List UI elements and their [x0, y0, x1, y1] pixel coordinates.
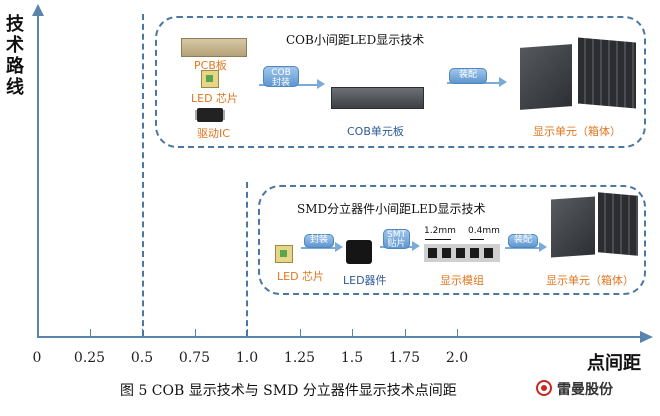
cob-pcb-label: PCB板 — [194, 59, 227, 72]
cob-cabinet-back-image — [578, 37, 636, 109]
x-axis — [37, 336, 642, 338]
smd-assembly-arrow: 装配 — [505, 232, 547, 262]
pitch-b-dimension — [470, 239, 484, 240]
pitch-a-label: 1.2mm — [424, 226, 456, 236]
smd-assembly-pill: 装配 — [508, 234, 538, 248]
divider-0-5 — [142, 14, 144, 336]
cob-cabinet-front-image — [520, 44, 572, 110]
x-tick-mark — [352, 329, 353, 336]
cob-package-arrow: COB 封装 — [259, 64, 325, 104]
cob-unit-board-image — [331, 87, 424, 109]
x-tick-mark — [457, 329, 458, 336]
x-tick-mark — [194, 329, 196, 336]
cob-unit-board-label: COB单元板 — [347, 125, 404, 138]
x-tick-mark — [299, 329, 301, 336]
x-tick-label: 0.75 — [178, 350, 211, 366]
cob-title: COB小间距LED显示技术 — [286, 33, 425, 47]
x-tick-label: 2.0 — [445, 350, 469, 366]
smd-led-label: LED 芯片 — [277, 270, 325, 283]
y-axis — [37, 14, 39, 338]
smd-package-arrow: 封装 — [301, 232, 343, 262]
smd-smt-pill: SMT 贴片 — [383, 229, 410, 249]
divider-1-0 — [246, 182, 248, 336]
x-axis-label: 点间距 — [587, 353, 641, 374]
driver-ic-image — [195, 108, 225, 122]
x-tick-label: 0.5 — [130, 350, 154, 366]
x-tick-label: 0.25 — [73, 350, 106, 366]
x-tick-label: 1.0 — [235, 350, 259, 366]
smd-device-label: LED器件 — [343, 274, 387, 287]
smd-cabinet-back-image — [598, 192, 638, 256]
x-tick-label: 1.25 — [283, 350, 316, 366]
cob-assembly-pill: 装配 — [449, 68, 487, 84]
led-device-image — [346, 240, 372, 264]
y-axis-label: 技术路线 — [6, 14, 24, 98]
pitch-b-label: 0.4mm — [468, 226, 500, 236]
pcb-board-image — [181, 38, 247, 57]
figure-caption: 图 5 COB 显示技术与 SMD 分立器件显示技术点间距 — [120, 383, 457, 399]
smd-led-chip-image — [275, 245, 293, 263]
cob-box — [155, 16, 646, 148]
smd-smt-arrow: SMT 贴片 — [380, 228, 420, 264]
x-tick-mark — [89, 329, 91, 336]
smd-package-pill: 封装 — [304, 234, 334, 248]
cob-ic-label: 驱动IC — [197, 127, 230, 140]
x-tick-label: 0 — [32, 350, 42, 366]
smd-title: SMD分立器件小间距LED显示技术 — [297, 202, 486, 216]
pitch-a-dimension — [425, 239, 451, 240]
cob-cabinet-label: 显示单元（箱体） — [533, 125, 621, 138]
smd-module-label: 显示模组 — [440, 274, 484, 287]
display-module-image — [424, 244, 500, 262]
x-axis-arrow — [640, 331, 653, 343]
company-logo-icon — [536, 380, 552, 396]
cob-package-pill: COB 封装 — [263, 66, 299, 88]
x-tick-label: 1.5 — [340, 350, 364, 366]
x-tick-label: 1.75 — [388, 350, 421, 366]
cob-led-label: LED 芯片 — [191, 92, 239, 105]
x-tick-mark — [404, 329, 406, 336]
company-logo-text: 雷曼股份 — [557, 382, 613, 398]
cob-assembly-arrow: 装配 — [447, 64, 507, 100]
smd-cabinet-front-image — [551, 196, 595, 258]
smd-cabinet-label: 显示单元（箱体） — [546, 274, 634, 287]
smd-box — [258, 185, 646, 295]
cob-led-chip-image — [201, 70, 219, 88]
y-axis-arrow — [32, 4, 44, 16]
